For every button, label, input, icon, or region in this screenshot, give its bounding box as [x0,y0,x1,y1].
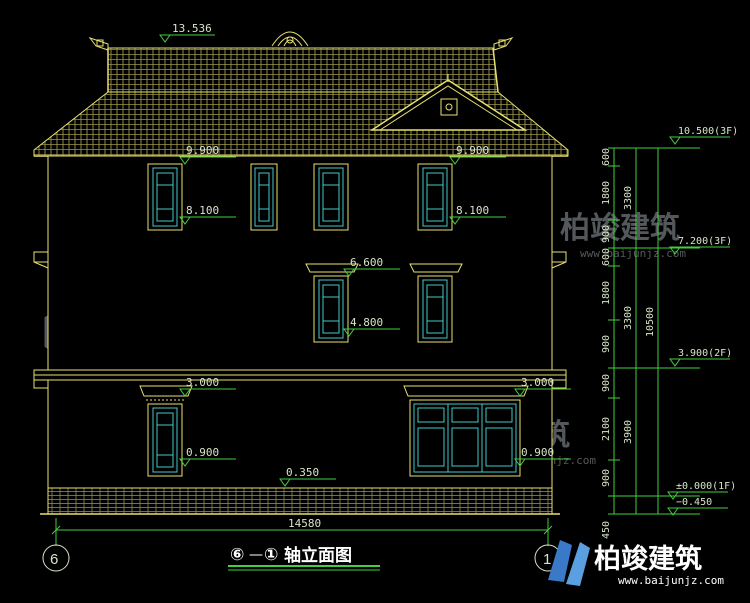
title-axis-right: ① [264,545,278,565]
window-2f-1 [305,263,359,343]
segment-label: 450 [601,521,612,539]
watermark-brand: 柏竣建筑 [560,211,680,246]
title-text: 轴立面图 [284,545,352,566]
window-2f-2 [409,263,463,343]
segment-label: 2100 [601,417,612,441]
total-height-label: 10500 [645,307,656,337]
elevation-mark: 0.350 [279,466,336,487]
window-1f-2-wide [403,385,529,477]
window-3f-4 [417,163,453,231]
brand-logo: 柏竣建筑 www.baijunjz.com [548,540,724,587]
main-roof [33,31,569,157]
elevation-mark: 9.900 [449,144,506,165]
elevation-mark-label: 0.350 [286,466,319,479]
elevation-mark: 9.900 [179,144,236,165]
elevation-mark: 3.000 [179,376,236,397]
elevation-mark: 4.800 [343,316,400,337]
subtotal-label: 3300 [623,306,634,330]
level-label: ±0.000(1F) [676,481,736,492]
window-3f-2 [250,163,278,231]
right-dimension-labels: 10.500(3F) 7.200(3F) 3.900(2F) ±0.000(1F) −0… [601,126,738,539]
total-width-label: 14580 [288,517,321,530]
window-1f-1 [139,385,193,477]
windows [139,163,529,477]
subtotal-label: 3300 [623,186,634,210]
segment-label: 600 [601,248,612,266]
brand-logo-text: 柏竣建筑 [594,543,702,575]
segment-label: 900 [601,374,612,392]
elevation-mark: 0.900 [514,446,571,467]
title-axis-left: ⑥ [230,545,244,565]
gable [369,74,528,131]
ridge-elevation-mark: 13.536 [159,22,215,43]
elevation-mark-label: 8.100 [456,204,489,217]
elevation-mark-label: 4.800 [350,316,383,329]
elevation-mark: 8.100 [179,204,236,225]
elevation-mark: 8.100 [449,204,506,225]
segment-label: 900 [601,335,612,353]
segment-label: 900 [601,469,612,487]
elevation-mark-label: 3.000 [521,376,554,389]
elevation-mark-label: 3.000 [186,376,219,389]
drawing-title: ⑥ — ① 轴立面图 [228,545,380,571]
level-label: 10.500(3F) [678,126,738,137]
elevation-mark-label: 9.900 [456,144,489,157]
building-walls [33,155,567,515]
segment-label: 600 [601,148,612,166]
subtotal-label: 3900 [623,420,634,444]
segment-label: 1800 [601,281,612,305]
axis-left-label: 6 [50,551,58,568]
level-label: 3.900(2F) [678,348,732,359]
window-3f-1 [147,163,183,231]
segment-label: 900 [601,225,612,243]
elevation-mark: 0.900 [179,446,236,467]
bottom-dimension [51,518,553,546]
elevation-mark-label: 9.900 [186,144,219,157]
elevation-mark-label: 6.600 [350,256,383,269]
ridge-flower-ornament [271,31,309,47]
title-dash: — [249,547,263,563]
ridge-elevation-label: 13.536 [172,22,212,35]
elevation-mark-label: 8.100 [186,204,219,217]
axis-right-label: 1 [543,551,551,568]
elevation-mark: 3.000 [514,376,571,397]
watermark-url: www.baijunjz.com [580,247,686,260]
elevation-marks: 9.900 9.900 8.100 8.100 6.600 4.800 3.000 3.000… [179,144,571,487]
window-3f-3 [313,163,349,231]
level-label: −0.450 [676,497,712,508]
brand-logo-url: www.baijunjz.com [618,574,724,587]
elevation-mark-label: 0.900 [186,446,219,459]
segment-label: 1800 [601,181,612,205]
right-dimension-chain [608,147,700,515]
elevation-mark-label: 0.900 [521,446,554,459]
level-label: 7.200(3F) [678,236,732,247]
axis-bubble-left: 6 [42,544,70,572]
elevation-mark: 6.600 [343,256,400,277]
